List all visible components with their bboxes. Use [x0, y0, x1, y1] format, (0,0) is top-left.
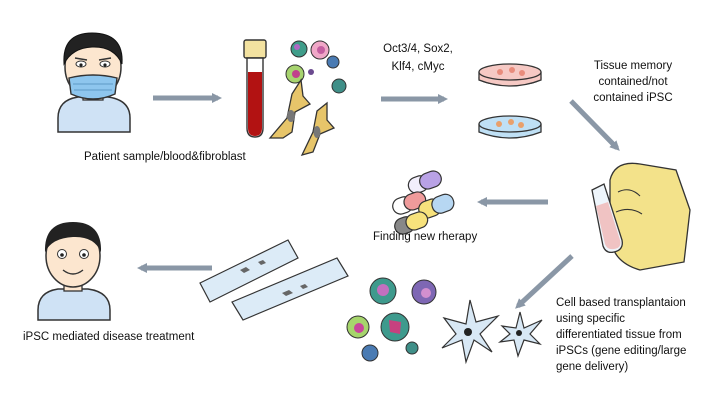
culture-dish-icon: [478, 63, 542, 87]
transplantation-label: Cell based transplantaion using specific…: [556, 295, 686, 375]
culture-dish-icon: [478, 115, 542, 139]
transplant-line-3: differentiated tissue from: [556, 329, 682, 341]
reprogramming-factors-label: Oct3/4, Sox2, Klf4, cMyc: [370, 41, 466, 75]
transplant-line-2: using specific: [556, 313, 626, 325]
blood-cells-icon: [346, 277, 437, 362]
capsules-icon: [392, 170, 455, 235]
sick-patient-icon: [57, 32, 131, 133]
neuron-icon: [497, 311, 543, 359]
gloved-hand-tube-icon: [591, 162, 691, 271]
neuron-icon: [441, 299, 501, 365]
fibroblast-icon: [268, 78, 336, 157]
transplant-line-1: Cell based transplantaion: [556, 297, 686, 309]
transplant-line-5: gene delivery): [556, 361, 629, 373]
tissue-memory-label: Tissue memory contained/not contained iP…: [570, 58, 696, 106]
blood-cells-icon: [285, 40, 347, 94]
patient-sample-label: Patient sample/blood&fibroblast: [84, 151, 246, 163]
treatment-label: iPSC mediated disease treatment: [23, 331, 195, 343]
tissue-memory-line-1: Tissue memory: [593, 60, 673, 72]
tissue-memory-line-3: contained iPSC: [593, 92, 673, 104]
tissue-strip-icon: [199, 239, 349, 321]
arrow-hand-to-neurons: [515, 254, 574, 309]
finding-therapy-label: Finding new rherapy: [373, 231, 478, 243]
transplant-line-4: iPSCs (gene editing/large: [556, 345, 687, 357]
factors-line-1: Oct3/4, Sox2,: [383, 43, 453, 55]
factors-line-2: Klf4, cMyc: [391, 61, 445, 73]
healthy-person-icon: [37, 222, 111, 321]
arrow-dish-to-hand: [569, 99, 620, 151]
blood-tube-icon: [243, 39, 267, 138]
tissue-memory-line-2: contained/not: [598, 76, 668, 88]
